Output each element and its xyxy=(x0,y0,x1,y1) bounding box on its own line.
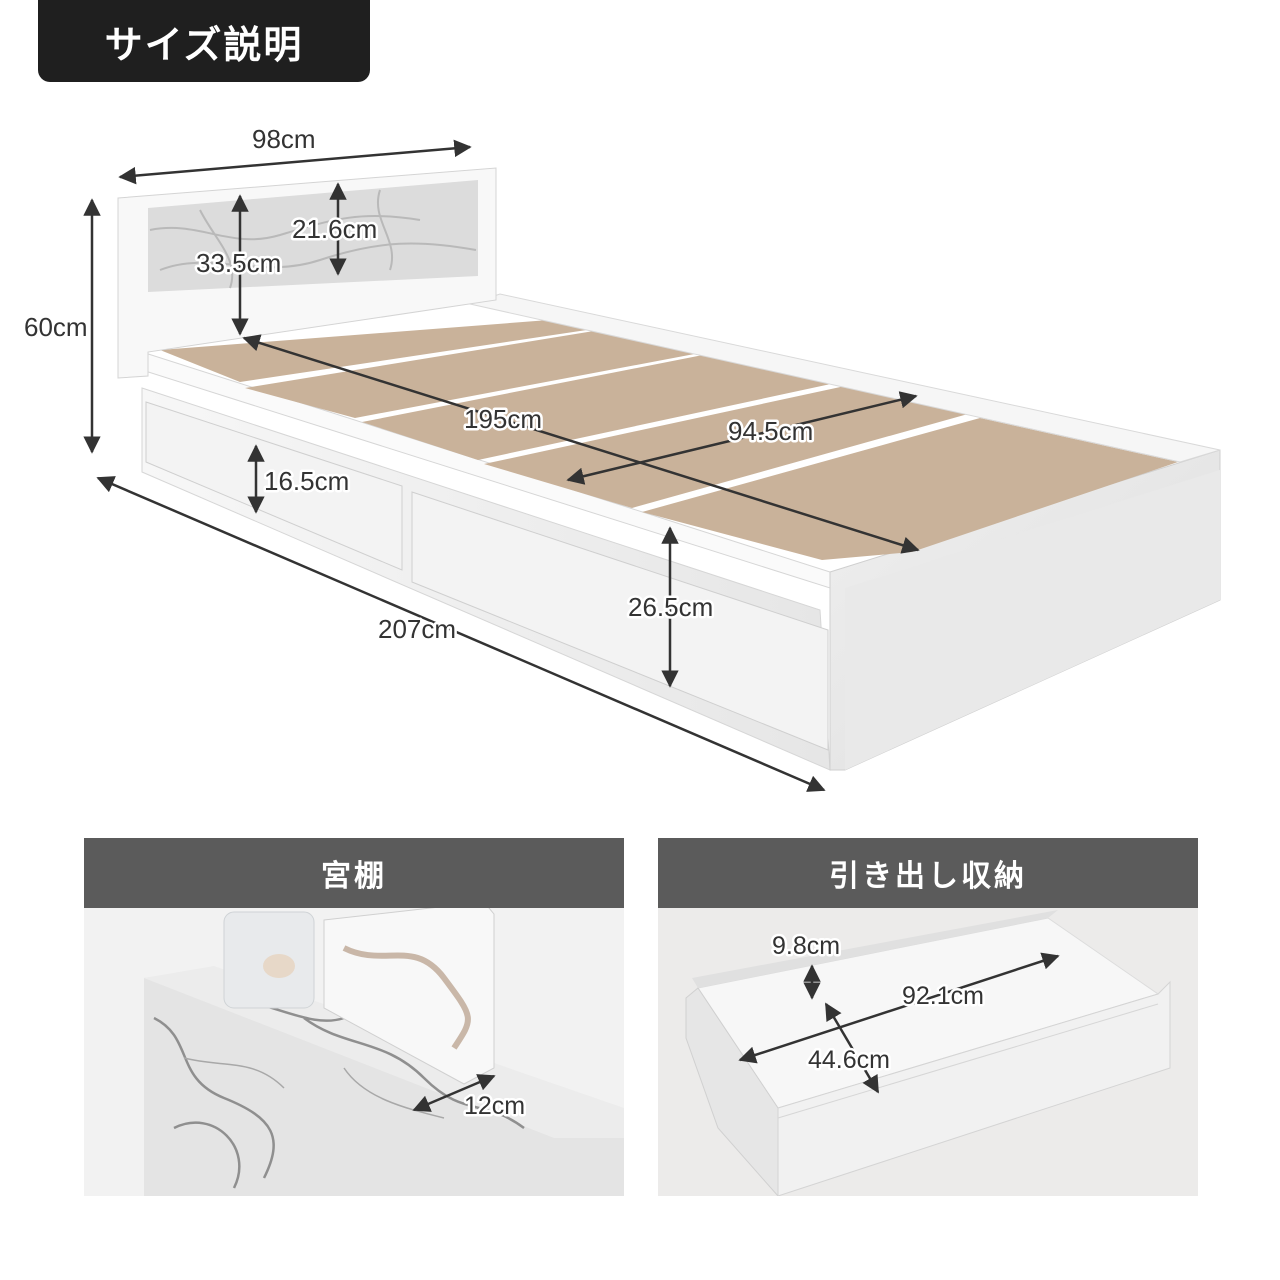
marble-veins xyxy=(149,189,477,289)
dim-arrow-overall-length xyxy=(96,476,826,792)
dim-arrow-width xyxy=(118,139,472,185)
shelf-depth-label: 12cm xyxy=(464,1092,525,1120)
bed-foot-board-face xyxy=(845,470,1220,770)
drawer-panel-header: 引き出し収納 xyxy=(658,838,1198,908)
marble-headboard xyxy=(144,968,624,1196)
shelf-panel: 宮棚 12cm xyxy=(84,838,624,1196)
drawer-panel: 引き出し収納 9.8cm 92.1cm 44.6cm xyxy=(658,838,1198,1196)
dim-width-label: 98cm xyxy=(252,124,316,154)
bed-diagram: 98cm 60cm 33.5cm 21.6cm 195cm 94.5cm 16.… xyxy=(22,122,1221,792)
dim-shelf-height-label: 21.6cm xyxy=(292,214,377,244)
drawer-length-label: 92.1cm xyxy=(902,982,984,1010)
drawer-height-label: 9.8cm xyxy=(772,932,840,960)
title-tab: サイズ説明 xyxy=(38,0,370,82)
drawer-width-arrow xyxy=(824,1002,880,1094)
drawer-width-label: 44.6cm xyxy=(808,1046,890,1074)
dim-side-height-label: 26.5cm xyxy=(628,592,713,622)
dim-under-clearance-label: 16.5cm xyxy=(264,466,349,496)
dim-inner-width-label: 94.5cm xyxy=(728,416,813,446)
dim-arrow-inner-width xyxy=(566,391,918,485)
dim-inner-length-label: 195cm xyxy=(464,404,542,434)
shelf-depth-arrow xyxy=(412,1074,496,1112)
dim-panel-height-label: 33.5cm xyxy=(196,248,281,278)
page-title: サイズ説明 xyxy=(104,22,304,67)
shelf-photo: 12cm xyxy=(84,908,624,1196)
drawer-photo: 9.8cm 92.1cm 44.6cm xyxy=(658,908,1198,1196)
shelf-panel-header: 宮棚 xyxy=(84,838,624,908)
dim-headboard-height-label: 60cm xyxy=(24,312,88,342)
dim-overall-length-label: 207cm xyxy=(378,614,456,644)
marble-veins xyxy=(153,996,525,1189)
drawer-front xyxy=(777,980,1171,1196)
drawer-length-arrow xyxy=(738,952,1060,1064)
